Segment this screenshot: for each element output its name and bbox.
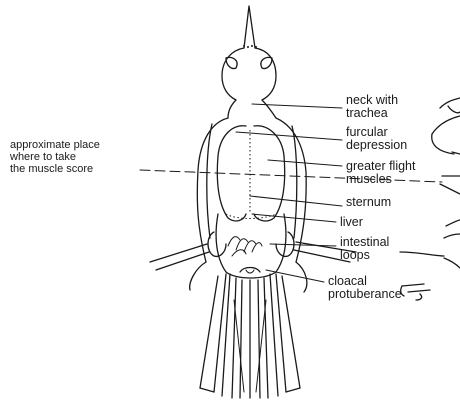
label-liver: liver — [340, 215, 363, 229]
label-approx-line1: approximate place — [10, 139, 100, 151]
label-cloacal-line1: cloacal — [328, 274, 367, 288]
label-flight-line2: muscles — [346, 172, 392, 186]
label-neck-line2: trachea — [346, 106, 388, 120]
cross-section-sketches — [400, 98, 460, 300]
label-approx-line2: where to take — [9, 151, 76, 163]
label-neck-line1: neck with — [346, 93, 398, 107]
label-furcular-line2: depression — [346, 138, 407, 152]
right-labels: neck with trachea furcular depression gr… — [328, 93, 416, 301]
label-approx-line3: the muscle score — [10, 163, 93, 175]
bird-outline — [150, 6, 356, 398]
label-furcular-line1: furcular — [346, 125, 388, 139]
leader-lines — [140, 104, 442, 282]
label-flight-line1: greater flight — [346, 159, 416, 173]
label-cloacal-line2: protuberance — [328, 287, 402, 301]
label-intestinal-line2: loops — [340, 248, 370, 262]
label-intestinal-line1: intestinal — [340, 235, 389, 249]
left-label: approximate place where to take the musc… — [9, 139, 100, 175]
label-sternum: sternum — [346, 195, 391, 209]
